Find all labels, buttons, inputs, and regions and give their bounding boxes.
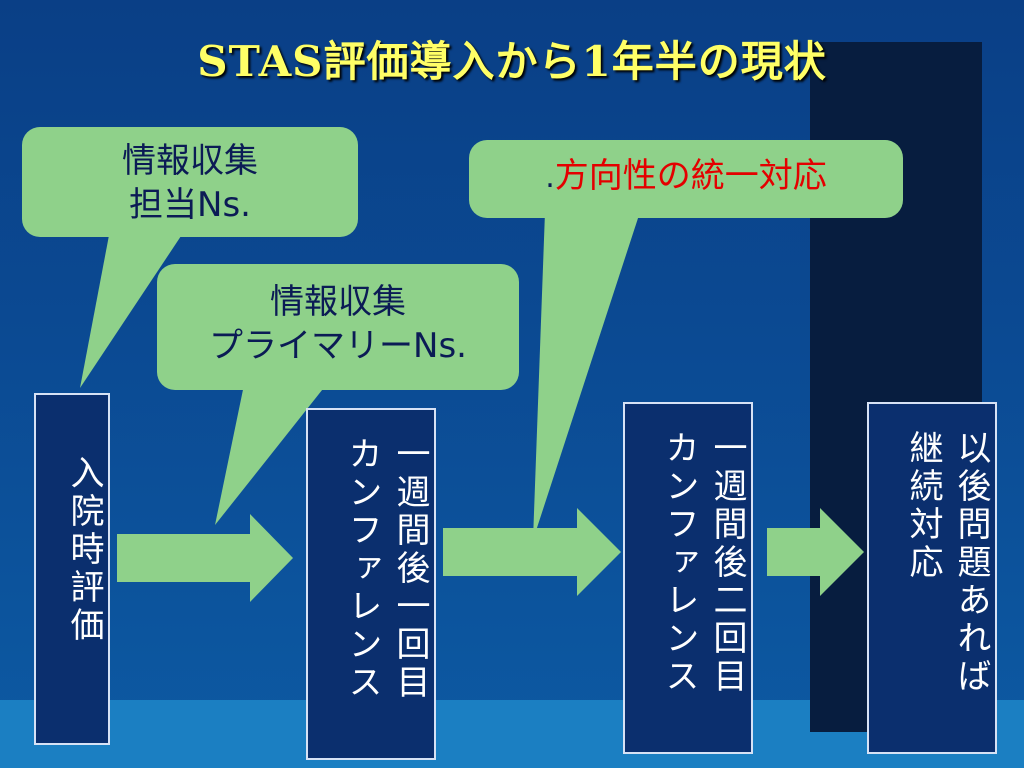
stage-admission-text: 入院時評価: [64, 455, 104, 645]
flow-arrow-2: [443, 508, 621, 596]
bubble-direction-text: 方向性の統一対応: [554, 156, 827, 196]
bubble-info-primary-line2: プライマリーNs.: [209, 326, 467, 366]
stage-follow-up-col1: 以後問題あれば: [951, 430, 991, 696]
bubble-info-primary-line1: 情報収集: [270, 282, 406, 322]
flow-arrow-1: [117, 514, 293, 602]
bubble-info-staff: 情報収集 担当Ns.: [22, 127, 358, 237]
stage-week1-col2: カンファレンス: [342, 436, 382, 702]
stage-follow-up-col2: 継続対応: [903, 430, 943, 582]
bubble-info-staff-line2: 担当Ns.: [129, 185, 251, 225]
stage-follow-up-box: 以後問題あれば 継続対応: [867, 402, 997, 754]
stage-week2-col2: カンファレンス: [659, 430, 699, 696]
stage-week2-col1: 一週間後二回目: [707, 430, 747, 696]
stage-week1-conference-box: 一週間後一回目 カンファレンス: [306, 408, 436, 760]
bubble-info-staff-line1: 情報収集: [122, 141, 258, 181]
stage-admission-box: 入院時評価: [34, 393, 110, 745]
bubble-info-primary: 情報収集 プライマリーNs.: [157, 264, 519, 390]
bubble-direction: .方向性の統一対応: [469, 140, 903, 218]
stage-week2-conference-box: 一週間後二回目 カンファレンス: [623, 402, 753, 754]
slide-title: STAS評価導入から1年半の現状: [197, 37, 827, 86]
bubble-direction-dot: .: [545, 160, 555, 195]
stage-week1-col1: 一週間後一回目: [390, 436, 430, 702]
